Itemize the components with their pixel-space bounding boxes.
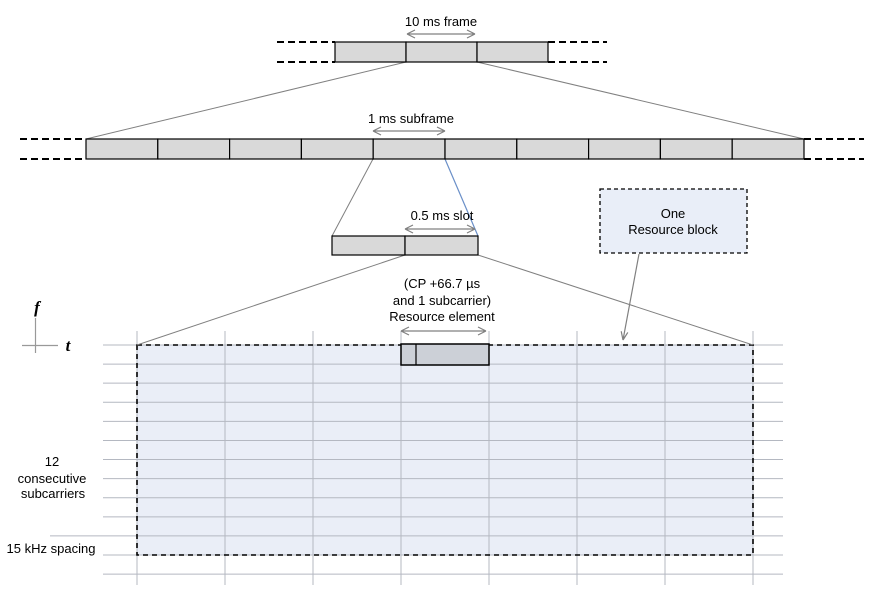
- subframe-cell: [732, 139, 804, 159]
- slot-cell: [405, 236, 478, 255]
- subframe-row: 1 ms subframe: [20, 111, 864, 159]
- resource-element-label-line3: Resource element: [389, 309, 495, 324]
- subcarrier-label-line3: subcarriers: [21, 486, 86, 501]
- resource-block-box: [600, 189, 747, 253]
- time-axis-label: t: [66, 336, 72, 355]
- slot-to-grid-left-connector: [137, 255, 405, 345]
- slot-to-grid-right-connector: [478, 255, 753, 345]
- subcarrier-label-line1: 12: [45, 454, 59, 469]
- subframe-cell: [660, 139, 732, 159]
- subcarrier-label-line2: consecutive: [18, 471, 87, 486]
- resource-block-label-line1: One: [661, 206, 686, 221]
- subframe-cell: [158, 139, 230, 159]
- subcarrier-annotations: 12 consecutive subcarriers 15 kHz spacin…: [7, 454, 96, 556]
- subframe-label: 1 ms subframe: [368, 111, 454, 126]
- frame-cell: [406, 42, 477, 62]
- subframe-cell: [373, 139, 445, 159]
- frame-cell: [477, 42, 548, 62]
- slot-cells: [332, 236, 478, 255]
- resource-element-width-arrow: [401, 327, 486, 335]
- subframe-cell: [86, 139, 158, 159]
- resource-element: (CP +66.7 µs and 1 subcarrier) Resource …: [389, 276, 495, 365]
- subframe-cell: [445, 139, 517, 159]
- subframe-cells: [86, 139, 804, 159]
- subframe-cell: [517, 139, 589, 159]
- subframe-to-slot-right-connector: [445, 159, 478, 236]
- frame-duration-arrow: [407, 30, 475, 38]
- subframe-to-slot-left-connector: [332, 159, 373, 236]
- frame-label: 10 ms frame: [405, 14, 477, 29]
- frame-cells: [335, 42, 548, 62]
- resource-block-pointer-arrow: [621, 254, 639, 340]
- resource-element-box: [401, 344, 489, 365]
- frame-row: 10 ms frame: [277, 14, 607, 62]
- slot-duration-arrow: [405, 225, 475, 233]
- slot-row: 0.5 ms slot: [332, 208, 478, 255]
- resource-element-label-line1: (CP +66.7 µs: [404, 276, 481, 291]
- resource-grid-fill: [137, 345, 753, 555]
- resource-element-label-line2: and 1 subcarrier): [393, 293, 491, 308]
- frame-cell: [335, 42, 406, 62]
- slot-label: 0.5 ms slot: [411, 208, 474, 223]
- frequency-time-axis: f t: [22, 298, 72, 355]
- resource-grid: [50, 331, 783, 585]
- subframe-duration-arrow: [373, 127, 445, 135]
- resource-block-callout: One Resource block: [600, 189, 747, 340]
- subframe-cell: [230, 139, 302, 159]
- frame-to-subframe-right-connector: [477, 62, 804, 139]
- frequency-axis-label: f: [34, 298, 42, 317]
- slot-cell: [332, 236, 405, 255]
- subframe-cell: [589, 139, 661, 159]
- resource-block-label-line2: Resource block: [628, 222, 718, 237]
- subcarrier-spacing-label: 15 kHz spacing: [7, 541, 96, 556]
- subframe-cell: [301, 139, 373, 159]
- frame-to-subframe-left-connector: [86, 62, 406, 139]
